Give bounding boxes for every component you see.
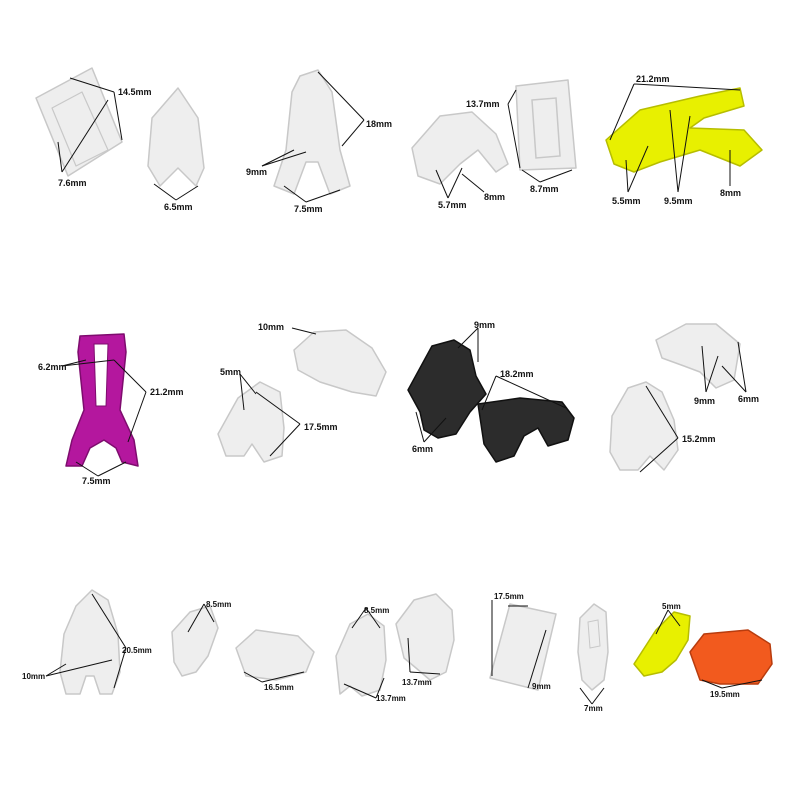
dim-label: 10mm — [258, 322, 285, 332]
dim-label: 13.7mm — [376, 694, 406, 703]
dim-label: 18.2mm — [500, 369, 534, 379]
dim-label: 8.5mm — [364, 606, 390, 615]
dim-label: 10mm — [22, 672, 46, 681]
dim-label: 9mm — [694, 396, 716, 406]
dim-label: 8.7mm — [530, 184, 559, 194]
dim-label: 13.7mm — [402, 678, 432, 687]
dim-label: 17.5mm — [494, 592, 524, 601]
dim-label: 13.7mm — [466, 99, 500, 109]
dim-label: 6mm — [412, 444, 434, 454]
dim-label: 18mm — [366, 119, 393, 129]
dim-label: 9mm — [474, 320, 496, 330]
dim-label: 8.5mm — [206, 600, 232, 609]
dim-label: 17.5mm — [304, 422, 338, 432]
dim-label: 7.5mm — [294, 204, 323, 214]
dim-label: 14.5mm — [118, 87, 152, 97]
dim-label: 16.5mm — [264, 683, 294, 692]
dim-label: 5.7mm — [438, 200, 467, 210]
dim-label: 6.2mm — [38, 362, 67, 372]
dim-label: 9.5mm — [664, 196, 693, 206]
dim-label: 20.5mm — [122, 646, 152, 655]
dim-label: 6.5mm — [164, 202, 193, 212]
dim-label: 6mm — [738, 394, 760, 404]
dim-label: 19.5mm — [710, 690, 740, 699]
dim-label: 7mm — [584, 704, 603, 713]
dim-label: 21.2mm — [636, 74, 670, 84]
dim-label: 7.6mm — [58, 178, 87, 188]
dim-label: 8mm — [484, 192, 506, 202]
dim-label: 15.2mm — [682, 434, 716, 444]
dim-label: 21.2mm — [150, 387, 184, 397]
dim-label: 7.5mm — [82, 476, 111, 486]
dim-label: 5mm — [220, 367, 242, 377]
dim-label: 9mm — [532, 682, 551, 691]
dim-label: 8mm — [720, 188, 742, 198]
dim-label: 5.5mm — [612, 196, 641, 206]
dim-label: 5mm — [662, 602, 681, 611]
dim-label: 9mm — [246, 167, 268, 177]
